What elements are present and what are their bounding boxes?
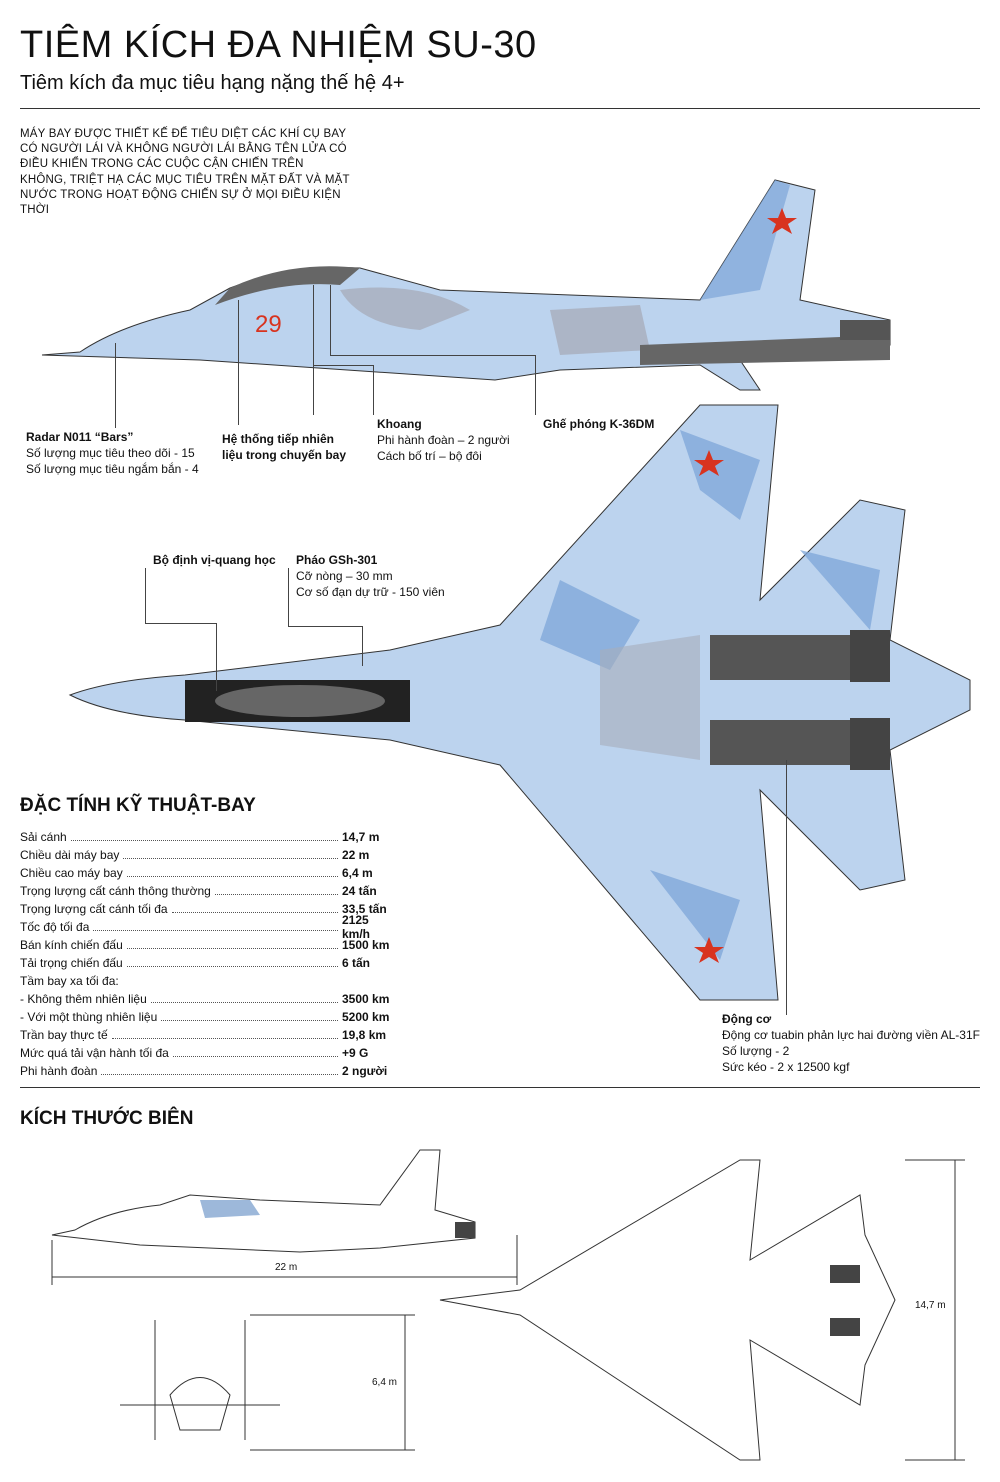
spec-row: Trần bay thực tế 19,8 km: [20, 1026, 400, 1044]
side-view-illustration: 29: [41, 179, 891, 391]
spec-row: Phi hành đoàn 2 người: [20, 1062, 400, 1080]
dot-leader: [126, 966, 338, 967]
callout-ejection-seat: Ghế phóng K-36DM: [543, 416, 654, 432]
spec-value: 2 người: [342, 1064, 388, 1078]
spec-label: - Không thêm nhiên liệu: [20, 992, 147, 1006]
callout-line: Động cơ tuabin phản lực hai đường viền A…: [722, 1028, 980, 1042]
dot-leader: [161, 1020, 338, 1021]
spec-label: Tốc độ tối đa: [20, 920, 90, 934]
spec-label: Tải trọng chiến đấu: [20, 956, 123, 970]
callout-optical-locator: Bộ định vị-quang học: [153, 552, 276, 568]
callout-line: Số lượng mục tiêu ngắm bắn - 4: [26, 462, 199, 476]
dot-leader: [150, 1002, 338, 1003]
spec-row: Sải cánh 14,7 m: [20, 828, 400, 846]
callout-engine: Động cơ Động cơ tuabin phản lực hai đườn…: [722, 1011, 980, 1075]
dot-leader: [101, 1074, 338, 1075]
spec-label: Trọng lượng cất cánh thông thường: [20, 884, 211, 898]
spec-label: Trọng lượng cất cánh tối đa: [20, 902, 168, 916]
spec-label: Chiều dài máy bay: [20, 848, 120, 862]
spec-value: 2125 km/h: [342, 913, 371, 941]
spec-value: 33,5 tấn: [342, 902, 387, 916]
divider: [20, 108, 980, 109]
spec-label: - Với một thùng nhiên liệu: [20, 1010, 158, 1024]
star-insignia-icon: [694, 450, 724, 476]
callout-cockpit: Khoang Phi hành đoàn – 2 người Cách bố t…: [377, 416, 510, 464]
dot-leader: [171, 912, 338, 913]
dot-leader: [214, 894, 338, 895]
callout-line: Cỡ nòng – 30 mm: [296, 569, 393, 583]
callout-title: Khoang: [377, 417, 422, 431]
callout-line: Hệ thống tiếp nhiên: [222, 432, 334, 446]
divider: [20, 1087, 980, 1088]
callout-title: Bộ định vị-quang học: [153, 553, 276, 567]
spec-row: Chiều cao máy bay 6,4 m: [20, 864, 400, 882]
spec-value: 22 m: [342, 848, 370, 862]
page-title: TIÊM KÍCH ĐA NHIỆM SU-30: [20, 24, 537, 66]
callout-gun: Pháo GSh-301 Cỡ nòng – 30 mm Cơ số đạn d…: [296, 552, 445, 600]
top-view-illustration: [68, 404, 971, 1001]
spec-row: Bán kính chiến đấu 1500 km: [20, 936, 400, 954]
spec-label: Phi hành đoàn: [20, 1064, 98, 1078]
spec-row: Trọng lượng cất cánh thông thường 24 tấn: [20, 882, 400, 900]
callout-refuel: Hệ thống tiếp nhiên liệu trong chuyến ba…: [222, 431, 346, 463]
callout-line: Cơ số đạn dự trữ - 150 viên: [296, 585, 445, 599]
spec-row: Tốc độ tối đa 2125 km/h: [20, 913, 400, 941]
spec-label: Trần bay thực tế: [20, 1028, 108, 1042]
spec-value: 14,7 m: [342, 830, 380, 844]
spec-row: Trọng lượng cất cánh tối đa 33,5 tấn: [20, 900, 400, 918]
callout-line: Số lượng - 2: [722, 1044, 790, 1058]
callout-line: Sức kéo - 2 x 12500 kgf: [722, 1060, 850, 1074]
callout-line: liệu trong chuyến bay: [222, 448, 347, 462]
callout-title: Radar N011 “Bars”: [26, 430, 134, 444]
spec-value: 19,8 km: [342, 1028, 387, 1042]
spec-value: 5200 km: [342, 1010, 390, 1024]
dot-leader: [172, 1056, 338, 1057]
spec-value: 1500 km: [342, 938, 390, 952]
tail-number: 29: [255, 311, 282, 338]
spec-row: Mức quá tải vận hành tối đa +9 G: [20, 1044, 400, 1062]
spec-label: Tầm bay xa tối đa:: [20, 974, 119, 988]
spec-label: Bán kính chiến đấu: [20, 938, 123, 952]
spec-row: - Không thêm nhiên liệu 3500 km: [20, 990, 400, 1008]
spec-row: Tải trọng chiến đấu 6 tấn: [20, 954, 400, 972]
spec-row: Tầm bay xa tối đa:: [20, 972, 400, 990]
spec-value: 6,4 m: [342, 866, 373, 880]
callout-title: Động cơ: [722, 1012, 772, 1026]
specs-heading: ĐẶC TÍNH KỸ THUẬT-BAY: [20, 795, 256, 816]
dimensions-heading: KÍCH THƯỚC BIÊN: [20, 1108, 194, 1129]
height-label: 6,4 m: [372, 1377, 398, 1388]
callout-line: Phi hành đoàn – 2 người: [377, 433, 510, 447]
spec-label: Chiều cao máy bay: [20, 866, 123, 880]
page-subtitle: Tiêm kích đa mục tiêu hạng nặng thế hệ 4…: [20, 72, 405, 94]
spec-label: Sải cánh: [20, 830, 67, 844]
callout-title: Ghế phóng K-36DM: [543, 417, 655, 431]
spec-value: 3500 km: [342, 992, 390, 1006]
length-label: 22 m: [275, 1262, 298, 1273]
callout-line: Số lượng mục tiêu theo dõi - 15: [26, 446, 195, 460]
spec-value: 24 tấn: [342, 884, 377, 898]
spec-value: +9 G: [342, 1046, 369, 1060]
callout-line: Cách bố trí – bộ đôi: [377, 449, 482, 463]
dot-leader: [123, 858, 338, 859]
callout-title: Pháo GSh-301: [296, 553, 378, 567]
dot-leader: [111, 1038, 338, 1039]
wingspan-label: 14,7 m: [915, 1300, 946, 1311]
callout-radar: Radar N011 “Bars” Số lượng mục tiêu theo…: [26, 429, 199, 477]
spec-row: Chiều dài máy bay 22 m: [20, 846, 400, 864]
dot-leader: [126, 948, 338, 949]
spec-value: 6 tấn: [342, 956, 371, 970]
star-insignia-icon: [694, 937, 724, 963]
star-insignia-icon: [767, 208, 797, 234]
dot-leader: [70, 840, 338, 841]
dot-leader: [126, 876, 338, 877]
dimension-drawings: [51, 1149, 965, 1461]
spec-label: Mức quá tải vận hành tối đa: [20, 1046, 169, 1060]
intro-text: Máy bay được thiết kế để tiêu diệt các k…: [20, 128, 350, 217]
dot-leader: [93, 930, 338, 931]
spec-row: - Với một thùng nhiên liệu 5200 km: [20, 1008, 400, 1026]
